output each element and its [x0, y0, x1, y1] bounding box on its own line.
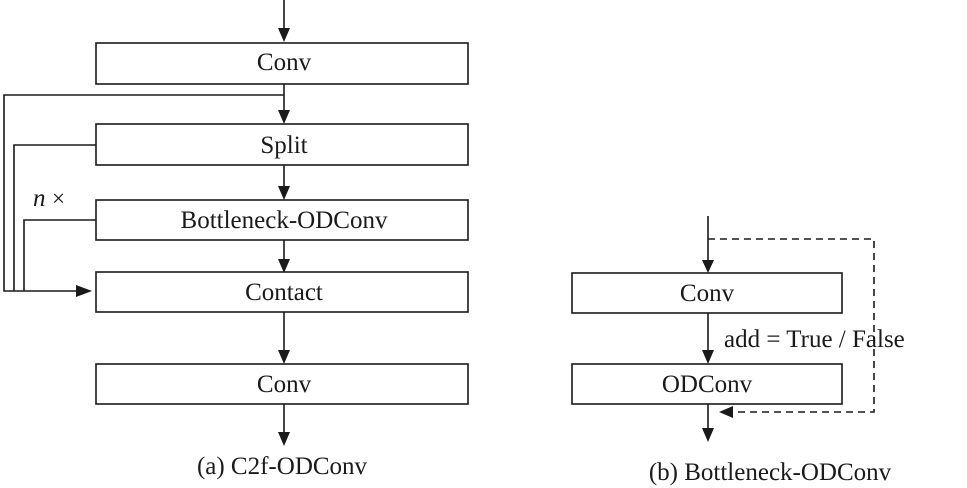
caption-a: (a) C2f-ODConv: [197, 453, 368, 480]
repeat-count-label: n: [33, 185, 46, 212]
split-skip-connection: [13, 144, 96, 291]
arrow-head: [719, 406, 733, 418]
split-block: [95, 123, 469, 166]
arrow-head: [278, 28, 290, 42]
shortcut-dashed-connection: [708, 238, 875, 413]
arrow-head: [702, 428, 714, 442]
arrow-head: [702, 260, 714, 273]
conv-top-block: [95, 42, 469, 85]
bottleneck-odconv-block: [95, 199, 469, 241]
split-label: Split: [260, 132, 307, 159]
caption-b: (b) Bottleneck-ODConv: [649, 459, 892, 486]
arrow-head: [702, 350, 714, 364]
odconv-block: [571, 363, 843, 405]
bottleneck-skip-connection: [23, 219, 96, 291]
contact-label: Contact: [245, 279, 323, 306]
bottleneck-odconv-label: Bottleneck-ODConv: [181, 207, 388, 234]
conv-top-label: Conv: [257, 49, 312, 76]
conv-bottom-label: Conv: [257, 371, 312, 398]
outer-skip-connection: [3, 94, 284, 292]
arrow-head: [278, 350, 290, 364]
arrow-head: [76, 285, 92, 297]
odconv-label: ODConv: [662, 371, 753, 398]
contact-block: [95, 271, 469, 313]
conv-bottom-block: [95, 363, 469, 405]
shortcut-label: add = True / False: [724, 326, 905, 353]
c2f-odconv-diagram: Conv Split n × Bottleneck-ODConv Contact: [3, 0, 469, 480]
shortcut-label-background: [722, 322, 864, 356]
conv-block: [571, 272, 843, 314]
bottleneck-odconv-diagram: Conv add = True / False ODConv (b) Bottl…: [571, 216, 905, 486]
repeat-multiply-symbol: ×: [52, 186, 65, 211]
arrow-head: [278, 186, 290, 200]
arrow-head: [278, 259, 290, 273]
arrow-head: [278, 432, 290, 446]
arrow-head: [278, 110, 290, 124]
conv-label: Conv: [680, 280, 735, 307]
